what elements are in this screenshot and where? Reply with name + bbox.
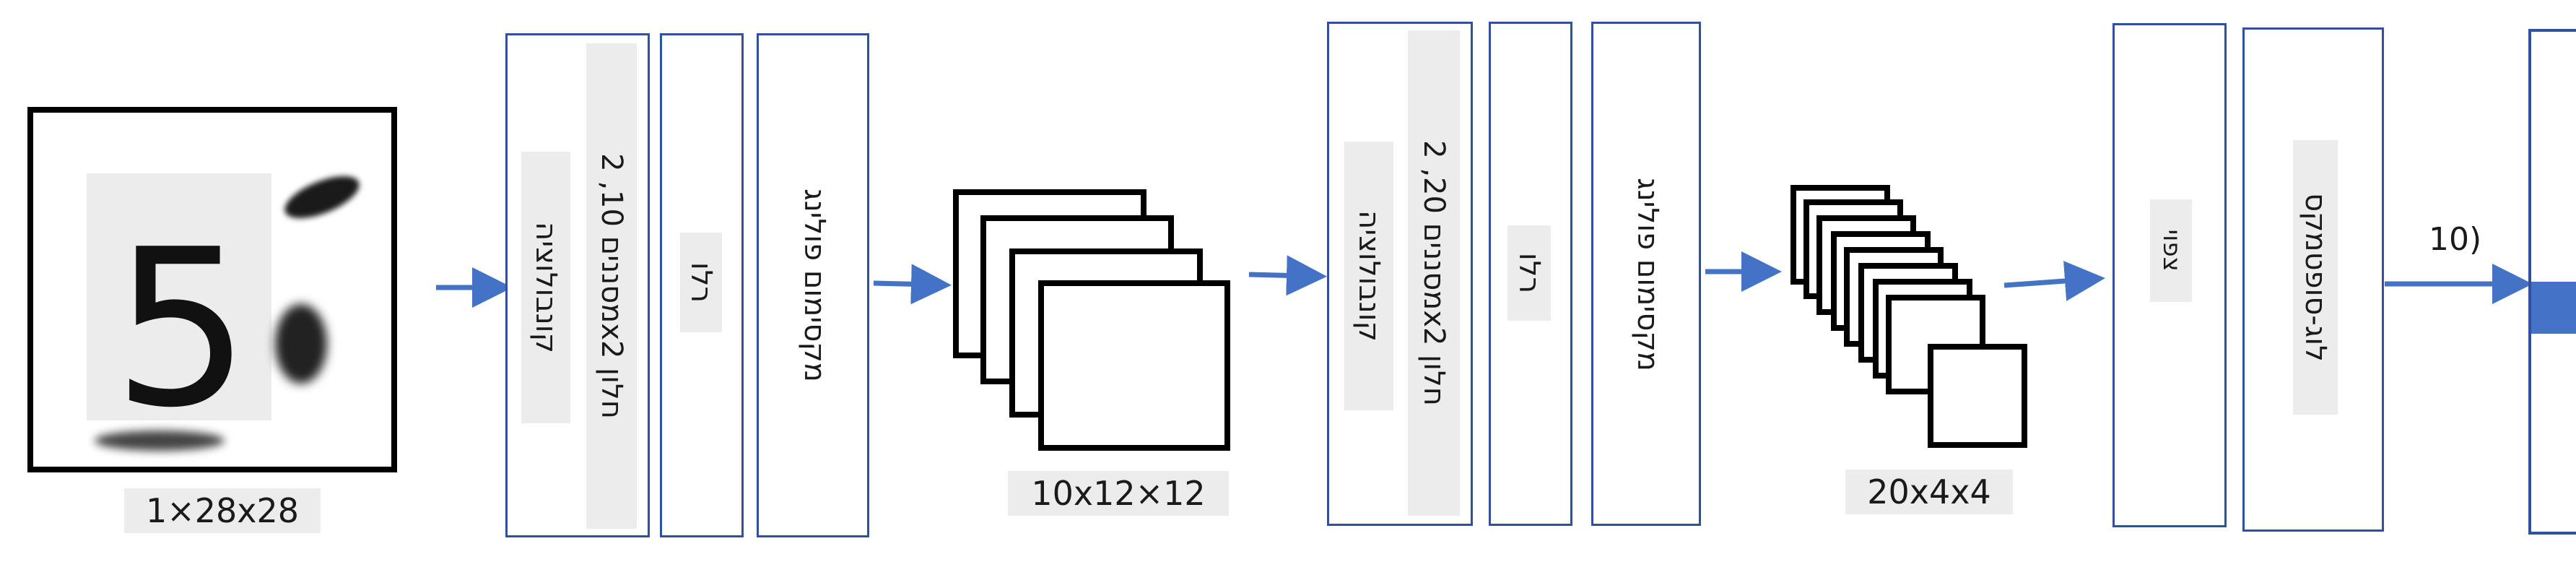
input-image-gray-patch [87,173,271,420]
relu1-box [660,33,744,537]
flatten-label: צפוי [2150,199,2192,302]
input-shape-caption: 1×28x28 [124,488,321,533]
pool1-box [757,33,869,537]
maps1-shape-caption: 10x12×12 [1008,471,1229,516]
pool2-label: מקסימום פולינג [1631,178,1664,371]
relu1-label: רלו [680,233,722,332]
conv1-label-params: מסננים 10, 2x2 חלון [586,43,637,529]
relu2-label: רלו [1507,225,1551,321]
arrow-block1-to-maps1 [873,264,952,305]
pool1-label: מקסימום פולינג [798,189,831,382]
input-image-frame: 5 [27,107,397,472]
arrow-maps1-to-block2 [1248,255,1327,296]
arrow-maps2-to-flatten [2003,261,2105,301]
feature-map [1038,280,1230,451]
input-digit: 5 [113,203,251,455]
stroke-blob-top [279,167,365,228]
maps2-shape-caption: 20x4x4 [1845,470,2013,514]
conv2-label-type: קונבולוציה [1344,142,1393,410]
output-count-label: 10) [2429,221,2482,258]
conv2-label-params: מסננים 20, 2x2 חלון [1408,30,1460,516]
stroke-blob-mid [275,304,327,384]
pool2-box [1591,22,1701,526]
feature-maps-stack-2 [1790,185,2027,448]
feature-map [1928,344,2027,448]
stroke-blob-bottom [95,431,225,451]
output-active-cell [2531,282,2576,334]
logsoftmax-label: לוג-סופטמקס [2293,140,2338,415]
feature-maps-stack-1 [953,189,1230,451]
conv1-label-type: קונבולוציה [521,152,570,423]
